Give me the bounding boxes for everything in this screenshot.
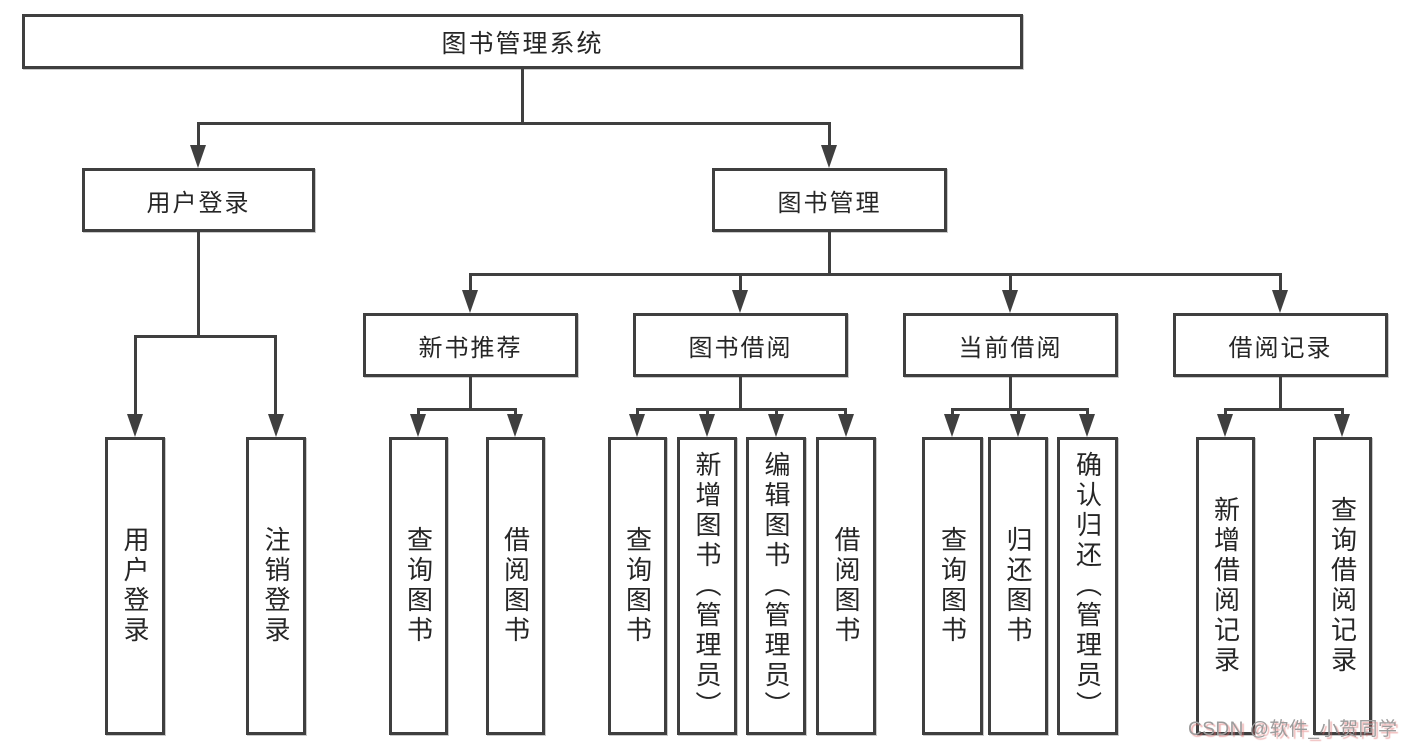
- arrow-down-icon: [127, 414, 143, 437]
- arrow-down-icon: [732, 290, 748, 313]
- arrow-down-icon: [768, 414, 784, 437]
- connector-recommend-stem: [469, 377, 472, 409]
- node-borrow-record: 借阅记录: [1173, 313, 1388, 377]
- leaf-search-borrow-record: 查询借阅记录: [1313, 437, 1372, 735]
- arrow-down-icon: [699, 414, 715, 437]
- connector-leaf-drop: [1224, 408, 1227, 416]
- node-new-book-recommend-label: 新书推荐: [418, 334, 523, 362]
- connector-leaf-drop: [706, 408, 709, 416]
- leaf-add-borrow-record: 新增借阅记录: [1196, 437, 1255, 735]
- connector-leaf-drop: [274, 335, 277, 416]
- connector-leaf-drop: [1017, 408, 1020, 416]
- arrow-down-icon: [410, 414, 426, 437]
- leaf-logout-label: 注销登录: [261, 526, 291, 646]
- arrow-down-icon: [190, 145, 206, 168]
- connector-user-login-stem: [197, 232, 200, 335]
- leaf-add-book-admin: 新增图书（管理员）: [677, 437, 737, 735]
- connector-book-mgmt-drop: [828, 122, 831, 148]
- connector-user-login-drop: [197, 122, 200, 148]
- node-book-borrow: 图书借阅: [633, 313, 848, 377]
- leaf-return-book-label: 归还图书: [1003, 526, 1033, 646]
- connector-book-mgmt-stem: [828, 232, 831, 273]
- arrow-down-icon: [1272, 290, 1288, 313]
- leaf-borrow-book: 借阅图书: [816, 437, 876, 735]
- connector-leaf-drop: [417, 408, 420, 416]
- connector-leaf-drop: [514, 408, 517, 416]
- leaf-current-search-book-label: 查询图书: [937, 526, 968, 646]
- leaf-user-login: 用户登录: [105, 437, 165, 735]
- connector-root-branch: [197, 122, 831, 125]
- node-borrow-record-label: 借阅记录: [1228, 334, 1333, 362]
- leaf-search-borrow-record-label: 查询借阅记录: [1327, 496, 1358, 676]
- connector-recommend-branch: [417, 408, 517, 411]
- node-book-management-label: 图书管理: [777, 189, 882, 217]
- connector-root-stem: [521, 69, 524, 122]
- leaf-edit-book-admin-label: 编辑图书（管理员）: [761, 451, 791, 721]
- leaf-recommend-borrow-book-label: 借阅图书: [500, 526, 531, 646]
- connector-record-stem: [1279, 377, 1282, 409]
- connector-current-stem: [1009, 377, 1012, 409]
- leaf-return-book: 归还图书: [988, 437, 1048, 735]
- leaf-logout: 注销登录: [246, 437, 306, 735]
- arrow-down-icon: [944, 414, 960, 437]
- arrow-down-icon: [1079, 414, 1095, 437]
- connector-record-branch: [1224, 408, 1343, 411]
- node-book-borrow-label: 图书借阅: [688, 334, 793, 362]
- connector-leaf-drop: [134, 335, 137, 416]
- arrow-down-icon: [821, 145, 837, 168]
- arrow-down-icon: [1217, 414, 1233, 437]
- connector-leaf-drop: [951, 408, 954, 416]
- connector-leaf-drop: [775, 408, 778, 416]
- leaf-borrow-book-label: 借阅图书: [831, 526, 861, 646]
- leaf-confirm-return-admin-label: 确认归还（管理员）: [1072, 451, 1103, 721]
- connector-borrow-branch: [636, 408, 847, 411]
- leaf-add-borrow-record-label: 新增借阅记录: [1210, 496, 1241, 676]
- connector-l3-drop: [739, 273, 742, 293]
- connector-leaf-drop: [636, 408, 639, 416]
- node-user-login-label: 用户登录: [146, 189, 251, 217]
- arrow-down-icon: [1002, 290, 1018, 313]
- connector-l3-drop: [1279, 273, 1282, 293]
- node-current-borrow: 当前借阅: [903, 313, 1118, 377]
- connector-current-branch: [951, 408, 1089, 411]
- arrow-down-icon: [838, 414, 854, 437]
- connector-book-mgmt-branch: [469, 273, 1282, 276]
- leaf-recommend-search-book: 查询图书: [389, 437, 448, 735]
- node-root: 图书管理系统: [22, 14, 1023, 69]
- leaf-recommend-borrow-book: 借阅图书: [486, 437, 545, 735]
- node-user-login: 用户登录: [82, 168, 315, 232]
- connector-user-login-branch: [134, 335, 277, 338]
- node-new-book-recommend: 新书推荐: [363, 313, 578, 377]
- connector-l3-drop: [1009, 273, 1012, 293]
- arrow-down-icon: [629, 414, 645, 437]
- leaf-add-book-admin-label: 新增图书（管理员）: [692, 451, 722, 721]
- node-current-borrow-label: 当前借阅: [958, 334, 1063, 362]
- leaf-current-search-book: 查询图书: [922, 437, 983, 735]
- arrow-down-icon: [462, 290, 478, 313]
- leaf-borrow-search-book-label: 查询图书: [622, 526, 653, 646]
- connector-leaf-drop: [1086, 408, 1089, 416]
- leaf-user-login-label: 用户登录: [120, 526, 150, 646]
- arrow-down-icon: [507, 414, 523, 437]
- connector-borrow-stem: [739, 377, 742, 409]
- csdn-watermark: CSDN @软件_小贺同学: [1188, 719, 1398, 740]
- node-root-label: 图书管理系统: [441, 29, 604, 58]
- node-book-management: 图书管理: [712, 168, 947, 232]
- leaf-confirm-return-admin: 确认归还（管理员）: [1057, 437, 1118, 735]
- arrow-down-icon: [1010, 414, 1026, 437]
- arrow-down-icon: [1334, 414, 1350, 437]
- leaf-recommend-search-book-label: 查询图书: [403, 526, 434, 646]
- leaf-borrow-search-book: 查询图书: [608, 437, 667, 735]
- leaf-edit-book-admin: 编辑图书（管理员）: [746, 437, 806, 735]
- connector-l3-drop: [469, 273, 472, 293]
- connector-leaf-drop: [844, 408, 847, 416]
- arrow-down-icon: [268, 414, 284, 437]
- connector-leaf-drop: [1341, 408, 1344, 416]
